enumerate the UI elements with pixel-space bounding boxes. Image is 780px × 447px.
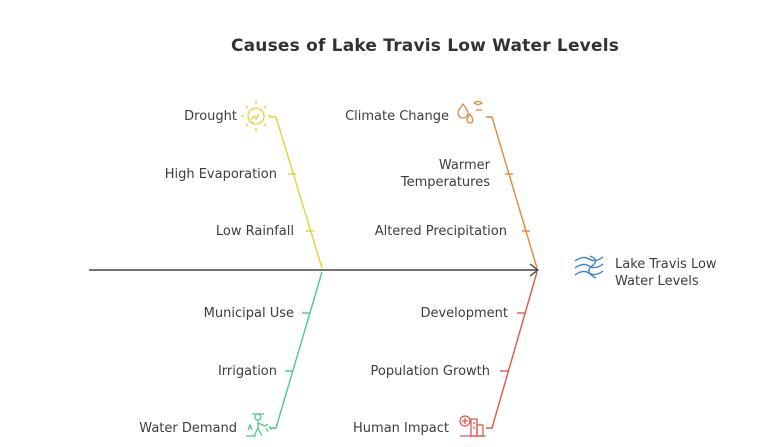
factor-altered-precipitation: Altered Precipitation bbox=[374, 224, 507, 239]
factor-irrigation: Irrigation bbox=[217, 364, 277, 379]
branch-water-demand bbox=[270, 271, 323, 429]
factor-municipal-use: Municipal Use bbox=[203, 306, 294, 321]
factor-low-rainfall: Low Rainfall bbox=[215, 224, 294, 239]
water-waves-icon bbox=[574, 255, 604, 279]
branch-water-demand-bone bbox=[270, 271, 323, 429]
factor-high-evaporation: High Evaporation bbox=[164, 167, 277, 182]
cause-human-impact: Human Impact bbox=[353, 421, 449, 436]
branch-climate-bone bbox=[486, 116, 538, 269]
farmer-watering-icon bbox=[246, 413, 272, 437]
thermometer-drops-icon bbox=[457, 100, 484, 124]
factor-development: Development bbox=[420, 306, 508, 321]
branch-human bbox=[486, 271, 538, 429]
effect-label-line2: Water Levels bbox=[615, 274, 699, 289]
effect-label-line1: Lake Travis Low bbox=[615, 257, 717, 272]
diagram-title: Causes of Lake Travis Low Water Levels bbox=[230, 36, 620, 56]
city-buildings-icon bbox=[459, 415, 486, 437]
factor-warmer-temperatures-line2: Temperatures bbox=[400, 175, 490, 190]
branch-climate bbox=[486, 116, 538, 269]
spine-arrowhead bbox=[529, 263, 540, 277]
sun-drought-icon bbox=[241, 101, 271, 131]
cause-water-demand: Water Demand bbox=[139, 421, 237, 436]
cause-drought: Drought bbox=[184, 109, 237, 124]
branch-drought-bone bbox=[270, 116, 323, 269]
cause-climate-change: Climate Change bbox=[345, 109, 449, 124]
factor-warmer-temperatures-line1: Warmer bbox=[438, 158, 490, 173]
branch-drought bbox=[270, 116, 323, 269]
factor-population-growth: Population Growth bbox=[370, 364, 491, 379]
branch-human-bone bbox=[486, 271, 538, 429]
